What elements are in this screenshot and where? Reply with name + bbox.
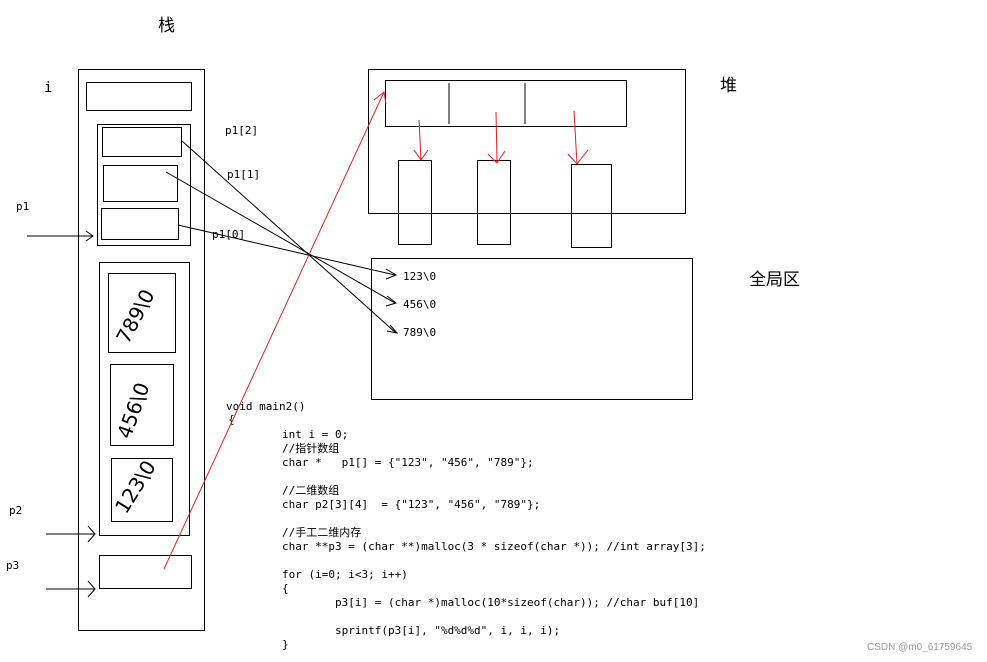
- p1-cell-1: [103, 165, 178, 202]
- code-line: //指针数组: [282, 442, 340, 455]
- p3-0-to-buf: [418, 119, 422, 161]
- stack-title: 栈: [158, 16, 175, 36]
- p2-arrowhead: [87, 525, 96, 543]
- p1-2-to-789: [181, 140, 397, 334]
- p2-row-0: [111, 458, 173, 522]
- arrowhead-123: [385, 268, 398, 280]
- p1-label: p1: [16, 200, 30, 213]
- p1-array-block: [97, 124, 191, 246]
- code-line: //二维数组: [282, 484, 340, 497]
- handwriting-789: 789\0: [111, 285, 159, 347]
- p3-cell: [99, 555, 192, 589]
- p1-arrowhead: [85, 230, 94, 242]
- p2-array-block: [99, 262, 190, 536]
- p1-1-label: p1[1]: [227, 168, 261, 181]
- code-line: for (i=0; i<3; i++): [282, 568, 408, 581]
- p3-arrowhead: [87, 580, 96, 598]
- code-line: p3[i] = (char *)malloc(10*sizeof(char));…: [282, 596, 700, 609]
- watermark: CSDN @m0_61759645: [867, 642, 973, 653]
- p2-handwriting: 789\0 456\0 123\0: [110, 285, 161, 517]
- p1-1-to-456: [165, 171, 396, 304]
- handwriting-456: 456\0: [112, 379, 154, 441]
- heap-buf-2: [571, 164, 612, 248]
- p3-2-to-buf: [573, 110, 578, 165]
- p2-label: p2: [9, 504, 23, 517]
- global-string-456: 456\0: [403, 298, 437, 311]
- handwriting-123: 123\0: [110, 456, 161, 518]
- global-title: 全局区: [749, 270, 800, 290]
- code-line: sprintf(p3[i], "%d%d%d", i, i, i);: [282, 624, 561, 637]
- heap-title: 堆: [720, 76, 737, 96]
- p3-0-arrowhead: [413, 149, 429, 161]
- p2-row-1: [110, 364, 174, 446]
- code-line: char **p3 = (char **)malloc(3 * sizeof(c…: [282, 540, 706, 553]
- p1-0-label: p1[0]: [212, 228, 246, 241]
- code-line: }: [282, 638, 289, 651]
- p3-2-arrowhead: [567, 149, 589, 165]
- p3-heap-arrowhead: [373, 91, 387, 105]
- stack-mark: i: [44, 80, 53, 96]
- global-string-789: 789\0: [403, 326, 437, 339]
- global-region: [371, 258, 693, 400]
- code-line: char * p1[] = {"123", "456", "789"};: [282, 456, 534, 469]
- p1-element-arrows: [165, 140, 399, 334]
- heap-pointer-arrows: [163, 91, 589, 570]
- p3-1-arrowhead: [487, 150, 506, 164]
- arrowhead-789: [386, 324, 399, 334]
- p3-to-heap: [163, 91, 385, 570]
- code-line: int i = 0;: [282, 428, 349, 441]
- p3-1-to-buf: [495, 111, 498, 163]
- p1-2-label: p1[2]: [225, 124, 259, 137]
- heap-region: [368, 69, 686, 214]
- arrowhead-456: [385, 295, 398, 307]
- p3-label: p3: [6, 559, 20, 572]
- code-line: {: [282, 582, 289, 595]
- global-string-123: 123\0: [403, 270, 437, 283]
- code-line: //手工二维内存: [282, 526, 362, 539]
- stack-pointer-arrows: [27, 230, 96, 598]
- stack-var-i: [86, 82, 192, 111]
- stack-frame: [78, 69, 205, 631]
- heap-buf-0: [398, 160, 432, 245]
- code-line: char p2[3][4] = {"123", "456", "789"};: [282, 498, 541, 511]
- p1-0-to-123: [177, 224, 396, 276]
- code-open-brace: {: [228, 413, 235, 426]
- p2-row-2: [108, 273, 176, 353]
- p1-cell-2: [102, 127, 182, 157]
- p1-cell-0: [101, 208, 179, 240]
